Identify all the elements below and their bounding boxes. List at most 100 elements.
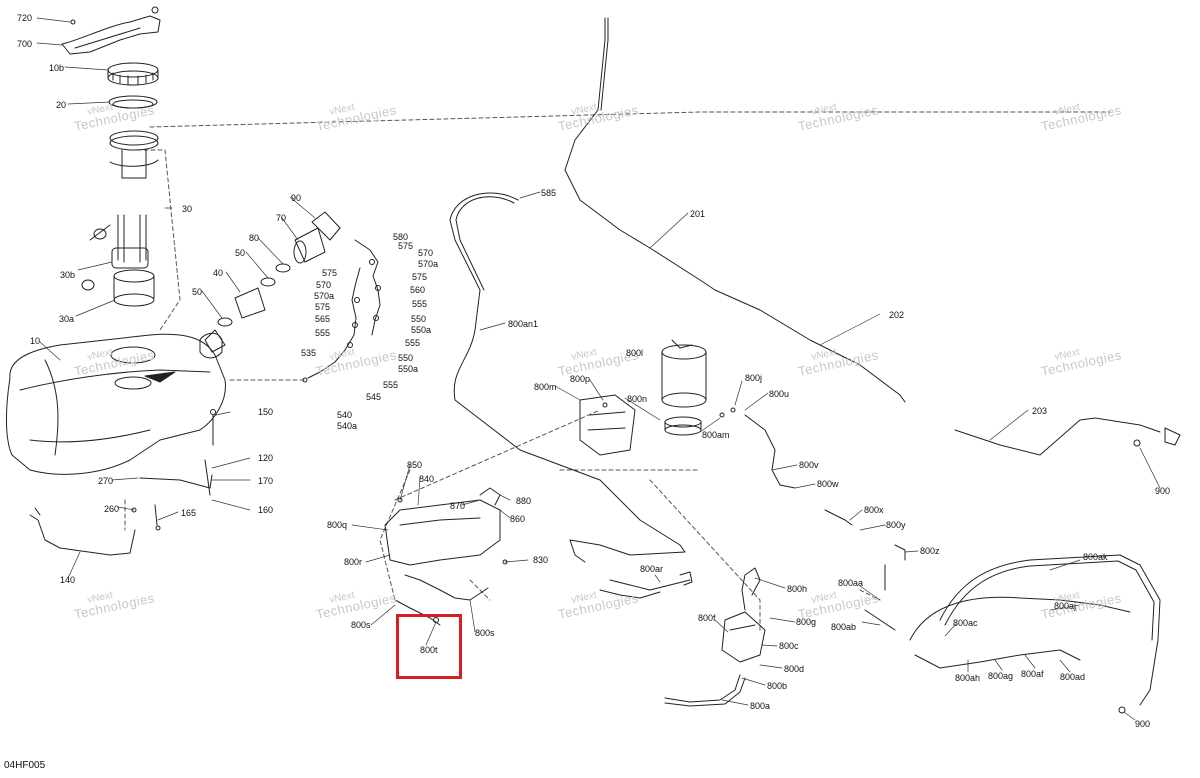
- part-label[interactable]: 800am: [702, 430, 730, 440]
- part-label[interactable]: 800h: [787, 584, 808, 594]
- part-label[interactable]: 570a: [314, 291, 335, 301]
- part-label[interactable]: 140: [60, 575, 76, 585]
- part-label[interactable]: 30b: [60, 270, 76, 280]
- part-label[interactable]: 580: [393, 232, 409, 242]
- part-label[interactable]: 203: [1032, 406, 1048, 416]
- lock-ring-10b: [107, 62, 159, 86]
- part-label[interactable]: 201: [690, 209, 706, 219]
- part-label[interactable]: 540: [337, 410, 353, 420]
- part-label[interactable]: 800q: [327, 520, 348, 530]
- part-label[interactable]: 840: [419, 474, 435, 484]
- part-label[interactable]: 585: [541, 188, 557, 198]
- part-label[interactable]: 50: [235, 248, 246, 258]
- part-label[interactable]: 80: [249, 233, 260, 243]
- part-label[interactable]: 830: [533, 555, 549, 565]
- part-label[interactable]: 120: [258, 453, 274, 463]
- part-label[interactable]: 535: [301, 348, 317, 358]
- part-label[interactable]: 570a: [418, 259, 439, 269]
- part-label[interactable]: 800j: [745, 373, 763, 383]
- part-label[interactable]: 565: [315, 314, 331, 324]
- part-label[interactable]: 165: [181, 508, 197, 518]
- part-label[interactable]: 800a: [750, 701, 771, 711]
- part-label[interactable]: 800u: [769, 389, 790, 399]
- part-label[interactable]: 550: [398, 353, 414, 363]
- part-label[interactable]: 800y: [886, 520, 906, 530]
- part-label[interactable]: 800ak: [1083, 552, 1108, 562]
- part-label[interactable]: 800ag: [988, 671, 1014, 681]
- part-label[interactable]: 150: [258, 407, 274, 417]
- part-label[interactable]: 800x: [864, 505, 884, 515]
- part-label[interactable]: 30a: [59, 314, 75, 324]
- part-label[interactable]: 900: [1135, 719, 1151, 729]
- part-label[interactable]: 90: [291, 193, 302, 203]
- part-label[interactable]: 570: [418, 248, 434, 258]
- part-label[interactable]: 50: [192, 287, 203, 297]
- part-label[interactable]: 800z: [920, 546, 940, 556]
- part-label[interactable]: 720: [17, 13, 33, 23]
- part-label[interactable]: 270: [98, 476, 114, 486]
- part-label[interactable]: 550a: [398, 364, 419, 374]
- part-label[interactable]: 202: [889, 310, 905, 320]
- part-label[interactable]: 870: [450, 501, 466, 511]
- part-label[interactable]: 555: [405, 338, 421, 348]
- part-label[interactable]: 170: [258, 476, 274, 486]
- part-label[interactable]: 160: [258, 505, 274, 515]
- pump-800c: [664, 567, 766, 707]
- part-label[interactable]: 800d: [784, 664, 805, 674]
- part-label[interactable]: 575: [398, 241, 414, 251]
- part-label[interactable]: 700: [17, 39, 33, 49]
- part-label[interactable]: 800l: [626, 348, 644, 358]
- part-label[interactable]: 860: [510, 514, 526, 524]
- part-label[interactable]: 10b: [49, 63, 65, 73]
- part-label[interactable]: 800aj: [1054, 601, 1077, 611]
- part-label[interactable]: 800b: [767, 681, 788, 691]
- fuel-pump-module-30: [81, 130, 159, 307]
- part-label[interactable]: 560: [410, 285, 426, 295]
- bracket-700: [61, 6, 161, 55]
- part-label[interactable]: 570: [316, 280, 332, 290]
- part-label[interactable]: 800ad: [1060, 672, 1086, 682]
- part-label[interactable]: 800r: [344, 557, 363, 567]
- part-label[interactable]: 575: [412, 272, 428, 282]
- highlight-box[interactable]: [396, 614, 462, 679]
- part-label[interactable]: 800p: [570, 374, 591, 384]
- part-label[interactable]: 800aa: [838, 578, 864, 588]
- part-label[interactable]: 800ab: [831, 622, 857, 632]
- part-label[interactable]: 260: [104, 504, 120, 514]
- part-label[interactable]: 800w: [817, 479, 839, 489]
- part-label[interactable]: 545: [366, 392, 382, 402]
- part-label[interactable]: 800f: [698, 613, 716, 623]
- part-label[interactable]: 800ac: [953, 618, 978, 628]
- part-label[interactable]: 550: [411, 314, 427, 324]
- leader-lines: [36, 17, 1161, 721]
- part-label[interactable]: 850: [407, 460, 423, 470]
- part-label[interactable]: 880: [516, 496, 532, 506]
- small-hoses: [719, 407, 906, 631]
- part-label[interactable]: 555: [412, 299, 428, 309]
- part-label[interactable]: 575: [315, 302, 331, 312]
- part-label[interactable]: 800v: [799, 460, 819, 470]
- part-label[interactable]: 10: [30, 336, 41, 346]
- part-label[interactable]: 555: [383, 380, 399, 390]
- part-label[interactable]: 800m: [534, 382, 557, 392]
- part-label[interactable]: 540a: [337, 421, 358, 431]
- part-label[interactable]: 40: [213, 268, 224, 278]
- part-label[interactable]: 800s: [475, 628, 495, 638]
- part-label[interactable]: 800c: [779, 641, 799, 651]
- part-label[interactable]: 900: [1155, 486, 1171, 496]
- part-label[interactable]: 800an1: [508, 319, 539, 329]
- part-label[interactable]: 800ah: [955, 673, 981, 683]
- part-label[interactable]: 575: [322, 268, 338, 278]
- part-label[interactable]: 550a: [411, 325, 432, 335]
- part-label[interactable]: 800af: [1021, 669, 1044, 679]
- part-label[interactable]: 800n: [627, 394, 648, 404]
- part-label[interactable]: 800g: [796, 617, 817, 627]
- part-label[interactable]: 555: [315, 328, 331, 338]
- part-label[interactable]: 30: [182, 204, 193, 214]
- part-label[interactable]: 800s: [351, 620, 371, 630]
- part-label[interactable]: 20: [56, 100, 67, 110]
- part-label-highlighted[interactable]: 800t: [420, 645, 438, 655]
- part-label[interactable]: 70: [276, 213, 287, 223]
- part-label[interactable]: 800ar: [640, 564, 664, 574]
